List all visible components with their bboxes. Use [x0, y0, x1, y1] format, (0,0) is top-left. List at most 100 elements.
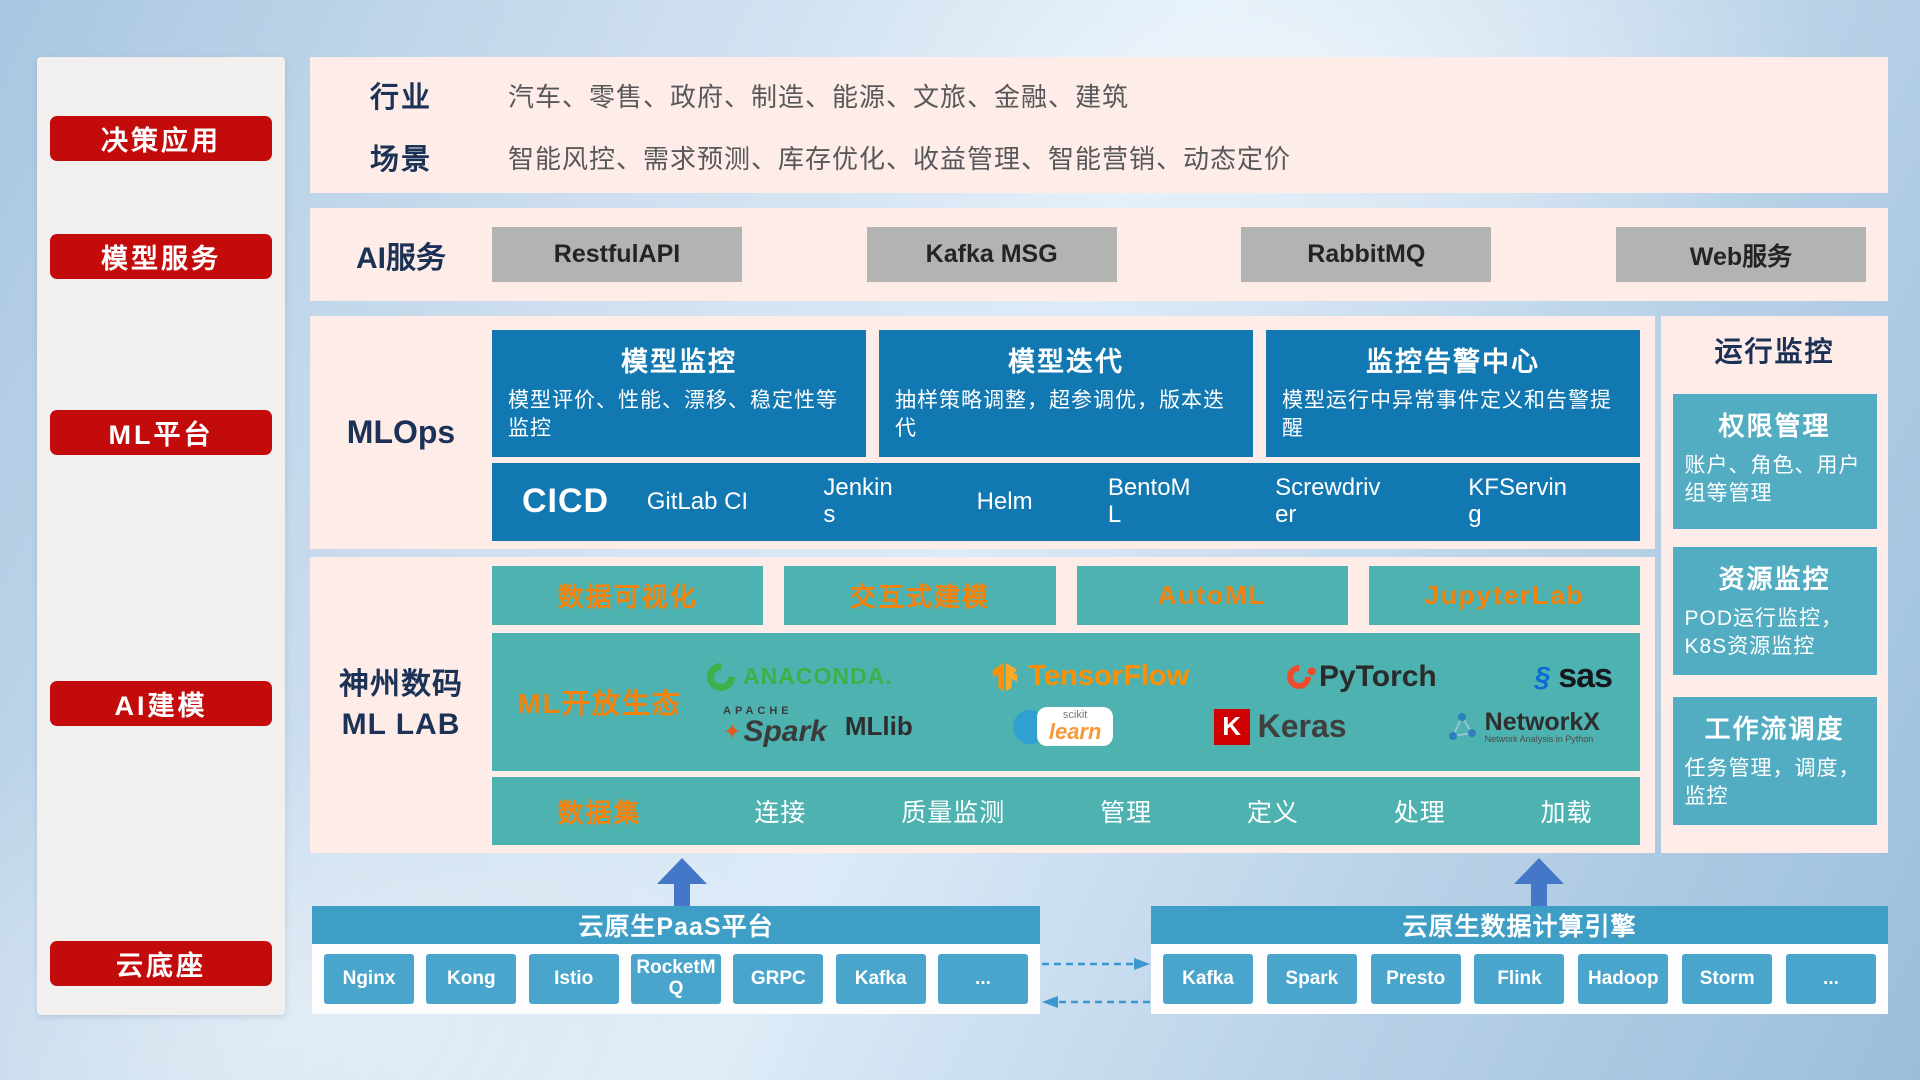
kafka-chip: Kafka — [835, 954, 926, 1004]
tensorflow-wordmark: TensorFlow — [1028, 660, 1190, 692]
model-monitoring-card: 模型监控 模型评价、性能、漂移、稳定性等监控 — [492, 330, 866, 457]
dataset-row: 数据集 连接 质量监测 管理 定义 处理 加载 — [492, 777, 1640, 845]
dataset-items: 连接 质量监测 管理 定义 处理 加载 — [707, 793, 1640, 829]
spark-star-icon: ✦ — [723, 719, 742, 744]
card-desc: 模型运行中异常事件定义和告警提醒 — [1282, 389, 1612, 441]
mlops-content: 模型监控 模型评价、性能、漂移、稳定性等监控 模型迭代 抽样策略调整，超参调优，… — [492, 316, 1655, 549]
scikit-text: scikit — [1062, 709, 1088, 721]
ecosystem-row-1: ANACONDA. TensorFlow PyTorch — [701, 656, 1613, 697]
left-sidebar: 决策应用 模型服务 ML平台 AI建模 云底座 — [37, 57, 285, 1015]
dataset-label: 数据集 — [557, 797, 642, 828]
anaconda-logo: ANACONDA. — [701, 656, 893, 697]
pytorch-logo: PyTorch — [1281, 659, 1437, 694]
presto-chip: Presto — [1370, 954, 1461, 1004]
card-title: 监控告警中心 — [1366, 347, 1540, 377]
card-desc: 抽样策略调整，超参调优，版本迭代 — [895, 389, 1225, 441]
tensorflow-icon — [993, 662, 1018, 691]
dataset-item-load: 加载 — [1540, 799, 1593, 827]
anaconda-wordmark: ANACONDA. — [743, 663, 893, 689]
ai-service-buttons: RestfulAPI Kafka MSG RabbitMQ Web服务 — [492, 227, 1888, 282]
industry-panel: 行业 汽车、零售、政府、制造、能源、文旅、金融、建筑 场景 智能风控、需求预测、… — [310, 57, 1888, 193]
networkx-icon — [1448, 712, 1476, 740]
dataset-item-connect: 连接 — [754, 799, 807, 827]
sidebar-item-ai-modeling: AI建模 — [50, 681, 272, 726]
permission-management-card: 权限管理 账户、角色、用户组等管理 — [1672, 394, 1877, 529]
kong-chip: Kong — [426, 954, 517, 1004]
kfserving-item: KFServing — [1468, 474, 1567, 528]
bentoml-item: BentoML — [1107, 474, 1191, 528]
web-service-button: Web服务 — [1615, 227, 1866, 282]
sidebar-item-model-service: 模型服务 — [50, 234, 272, 279]
more-chip: ... — [937, 954, 1028, 1004]
anaconda-icon — [701, 656, 741, 697]
ml-lab-content: 数据可视化 交互式建模 AutoML JupyterLab ML开放生态 ANA… — [492, 557, 1655, 853]
monitoring-title: 运行监控 — [1714, 336, 1835, 367]
pytorch-wordmark: PyTorch — [1318, 659, 1437, 693]
card-title: 权限管理 — [1718, 411, 1831, 441]
networkx-subtitle: Network Analysis in Python — [1484, 733, 1594, 744]
workflow-scheduling-card: 工作流调度 任务管理，调度，监控 — [1672, 697, 1877, 825]
up-arrow-left — [657, 858, 707, 906]
nginx-chip: Nginx — [324, 954, 414, 1004]
storm-chip: Storm — [1682, 954, 1773, 1004]
keras-icon: K — [1213, 708, 1250, 745]
ml-lab-label-line2: ML LAB — [341, 708, 461, 741]
mllib-wordmark: MLlib — [844, 711, 913, 741]
mlops-panel: MLOps 模型监控 模型评价、性能、漂移、稳定性等监控 模型迭代 抽样策略调整… — [310, 316, 1655, 549]
model-iteration-card: 模型迭代 抽样策略调整，超参调优，版本迭代 — [879, 330, 1253, 457]
flink-chip: Flink — [1474, 954, 1565, 1004]
networkx-logo: NetworkX Network Analysis in Python — [1447, 707, 1600, 745]
kafka-chip: Kafka — [1163, 954, 1253, 1004]
industry-row: 行业 汽车、零售、政府、制造、能源、文旅、金融、建筑 — [310, 64, 1888, 126]
ml-ecosystem-label: ML开放生态 — [517, 688, 682, 719]
sas-wordmark: sas — [1558, 657, 1613, 695]
networkx-wordmark: NetworkX — [1484, 707, 1600, 736]
card-title: 模型监控 — [621, 347, 737, 377]
sas-swirl-icon: § — [1534, 660, 1551, 692]
industry-label: 行业 — [369, 82, 432, 114]
istio-chip: Istio — [528, 954, 619, 1004]
scene-row: 场景 智能风控、需求预测、库存优化、收益管理、智能营销、动态定价 — [310, 126, 1888, 188]
cicd-tools: GitLab CI Jenkins Helm BentoML Screwdriv… — [609, 475, 1610, 528]
alert-center-card: 监控告警中心 模型运行中异常事件定义和告警提醒 — [1266, 330, 1640, 457]
screwdriver-item: Screwdriver — [1275, 474, 1381, 528]
sidebar-item-ml-platform: ML平台 — [50, 410, 272, 455]
engine-components: Kafka Spark Presto Flink Hadoop Storm ..… — [1151, 944, 1888, 1014]
tensorflow-logo: TensorFlow — [990, 660, 1189, 693]
card-desc: 账户、角色、用户组等管理 — [1684, 454, 1861, 506]
pytorch-icon — [1281, 659, 1316, 694]
ml-lab-panel: 神州数码 ML LAB 数据可视化 交互式建模 AutoML JupyterLa… — [310, 557, 1655, 853]
helm-item: Helm — [976, 487, 1033, 515]
card-title: 模型迭代 — [1008, 347, 1124, 377]
learn-text: learn — [1048, 719, 1102, 744]
ml-lab-label-line1: 神州数码 — [339, 667, 463, 701]
ai-service-panel: AI服务 RestfulAPI Kafka MSG RabbitMQ Web服务 — [310, 208, 1888, 301]
spark-chip: Spark — [1266, 954, 1357, 1004]
automl-button: AutoML — [1076, 566, 1348, 625]
dataset-item-define: 定义 — [1246, 799, 1299, 827]
spark-mllib-logo: APACHE ✦Spark MLlib — [723, 706, 913, 747]
paas-platform-bar: 云原生PaaS平台 — [312, 906, 1040, 944]
interactive-modeling-button: 交互式建模 — [784, 566, 1056, 625]
dataset-item-process: 处理 — [1393, 799, 1446, 827]
paas-components: Nginx Kong Istio RocketMQ GRPC Kafka ... — [312, 944, 1040, 1014]
mlops-label: MLOps — [346, 414, 456, 450]
data-engine-bar: 云原生数据计算引擎 — [1151, 906, 1888, 944]
keras-logo: K Keras — [1213, 708, 1347, 745]
data-visualization-button: 数据可视化 — [492, 566, 764, 625]
jupyterlab-button: JupyterLab — [1368, 566, 1640, 625]
keras-wordmark: Keras — [1257, 708, 1347, 744]
restfulapi-button: RestfulAPI — [492, 227, 742, 282]
rocketmq-chip: RocketMQ — [630, 954, 721, 1004]
jenkins-item: Jenkins — [823, 474, 893, 528]
ecosystem-row-2: APACHE ✦Spark MLlib scikit learn — [707, 706, 1612, 747]
scene-list: 智能风控、需求预测、库存优化、收益管理、智能营销、动态定价 — [508, 143, 1292, 174]
ml-lab-feature-buttons: 数据可视化 交互式建模 AutoML JupyterLab — [492, 566, 1640, 625]
sidebar-item-cloud-base: 云底座 — [50, 941, 272, 986]
scikit-learn-logo: scikit learn — [1012, 707, 1114, 746]
kafka-msg-button: Kafka MSG — [866, 227, 1117, 282]
card-desc: 模型评价、性能、漂移、稳定性等监控 — [508, 389, 838, 441]
more-chip: ... — [1785, 954, 1876, 1004]
sidebar-item-decision-apps: 决策应用 — [50, 116, 272, 161]
